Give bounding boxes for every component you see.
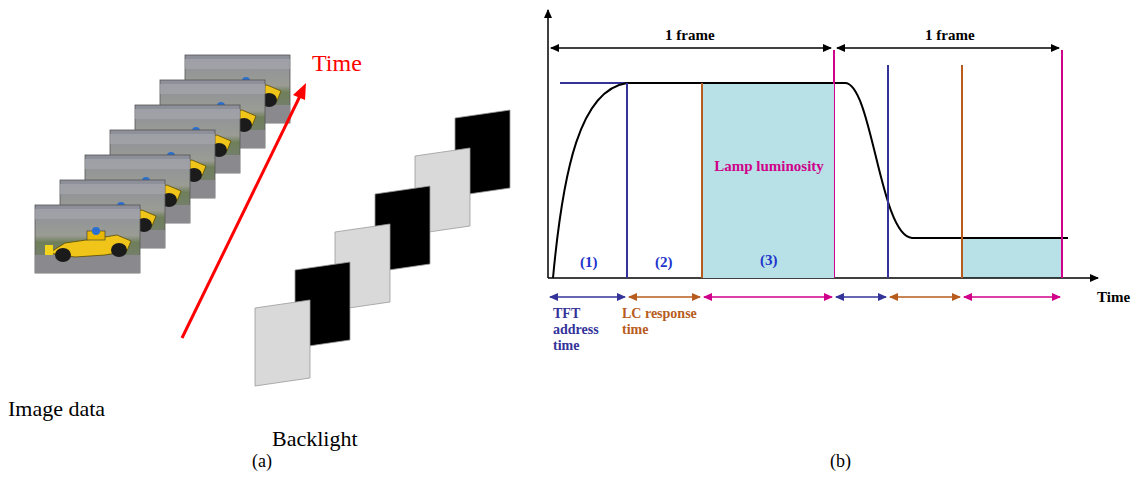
time-arrow [182,83,306,338]
frame-label: 1 frame [665,27,715,44]
backlight-panels [255,110,510,386]
image-frames [35,55,290,273]
panel-letter: (b) [830,451,851,472]
axis-label: Time [1097,289,1130,306]
callout-number: (2) [655,254,673,271]
shaded-region: Lamp luminosity (3) [703,84,834,278]
frame-label: 1 frame [925,27,975,44]
timing-chart [548,10,1098,297]
panel-caption: Backlight [272,426,358,451]
panel-letter: (a) [252,451,272,472]
callout-number: (1) [580,254,598,271]
panel-caption: Image data [8,396,105,421]
callout-number: (3) [760,252,778,269]
axis-label: Time [312,50,362,78]
region-label: Lamp luminosity [714,158,824,175]
interval-label: TFT address time [553,306,615,354]
interval-label: LC response time [622,306,702,338]
